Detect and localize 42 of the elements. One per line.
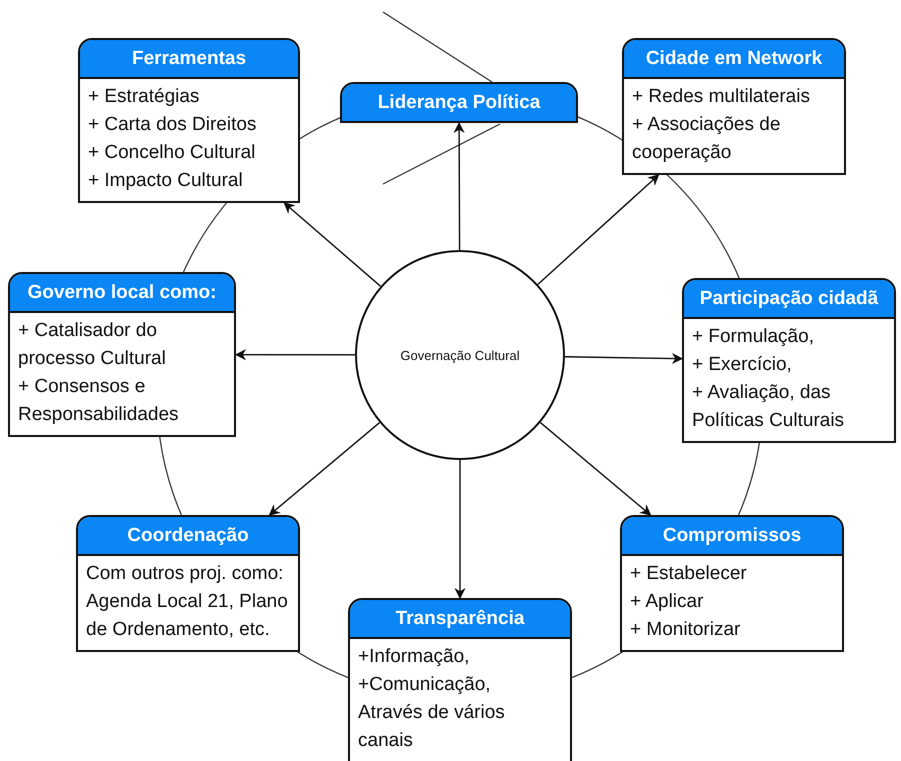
list-item: + Impacto Cultural (88, 169, 244, 193)
topic-card (620, 515, 844, 652)
list-item: + Associações de cooperação (632, 113, 782, 165)
list-item: + Redes multilaterais (632, 85, 811, 109)
list-item: + Aplicar (630, 590, 704, 614)
list-item: + Estabelecer (630, 562, 748, 586)
card-title: Liderança Política (342, 84, 576, 121)
card-title: Compromissos (622, 517, 842, 556)
topic-card (78, 38, 300, 203)
topic-card (622, 38, 846, 175)
list-item: + Consensos e Responsabilidades (18, 375, 180, 427)
card-title: Governo local como: (10, 274, 234, 313)
list-item: Com outros proj. como: Agenda Local 21, Plano de Ordenamento, etc. (86, 562, 289, 642)
list-item: +Informação, (358, 645, 470, 669)
card-title: Participação cidadã (684, 280, 894, 319)
list-item: + Carta dos Direitos (88, 113, 258, 137)
arrow (454, 122, 465, 250)
list-item: + Avaliação, das Políticas Culturais (692, 381, 846, 433)
card-title: Coordenação (78, 517, 298, 556)
list-item: + Concelho Cultural (88, 141, 256, 165)
list-item: + Monitorizar (630, 618, 742, 642)
list-item: + Exercício, (692, 353, 793, 377)
list-item: + Estratégias (88, 85, 200, 109)
arrow (268, 422, 380, 516)
topic-card (682, 278, 896, 443)
list-item: + Catalisador do processo Cultural (18, 319, 167, 371)
arrow (564, 352, 684, 364)
topic-card (76, 515, 300, 652)
card-title: Cidade em Network (624, 40, 844, 79)
arrow (284, 202, 382, 287)
card-title: Transparência (350, 600, 570, 639)
list-item: + Formulação, (692, 325, 815, 349)
list-item: Através de vários canais (358, 701, 506, 753)
arrow (537, 174, 660, 285)
circle-label: Governação Cultural (400, 348, 520, 362)
arrow (540, 422, 652, 516)
arrow (234, 349, 355, 360)
arrow (454, 460, 466, 600)
list-item: +Comunicação, (358, 673, 492, 697)
topic-card (348, 598, 572, 761)
card-title: Ferramentas (80, 40, 298, 79)
topic-card (8, 272, 236, 437)
